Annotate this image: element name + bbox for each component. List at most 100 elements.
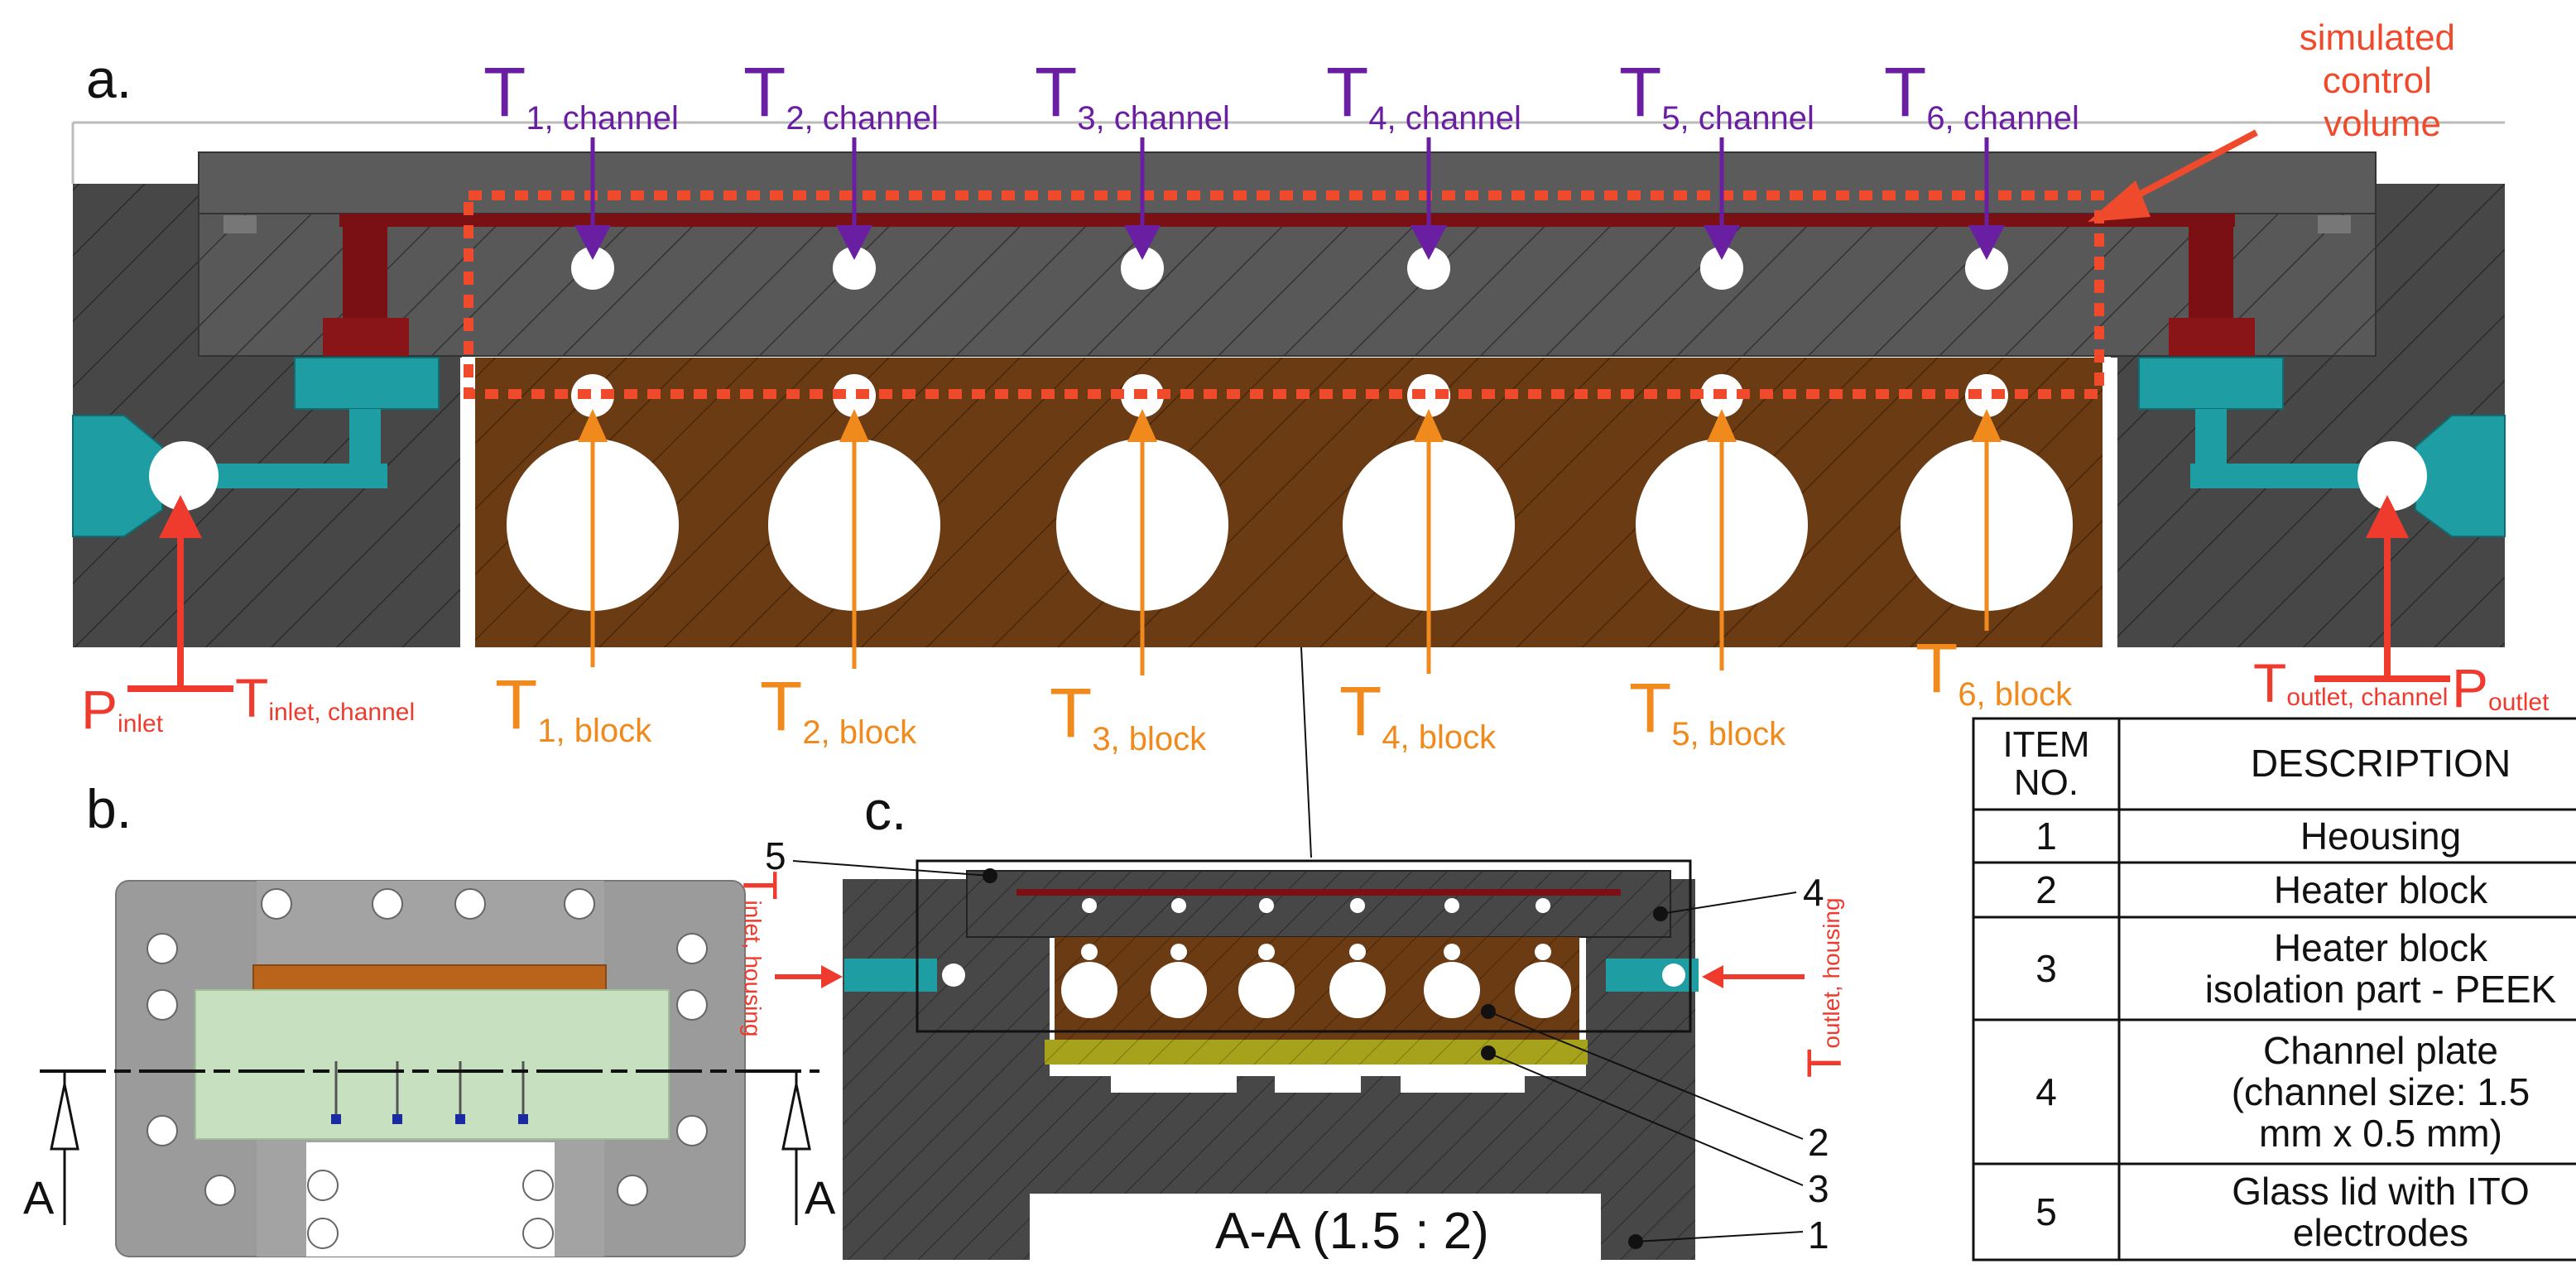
- mount-hole: [372, 888, 403, 920]
- outlet-fitting: [2169, 318, 2255, 356]
- outlet-riser: [2189, 214, 2233, 321]
- block-temp-arrowhead: [578, 409, 608, 442]
- gap: [460, 358, 475, 647]
- section-heater-hole: [1061, 962, 1117, 1018]
- outlet-hole-c: [1662, 964, 1685, 987]
- inlet-riser: [343, 214, 387, 321]
- control-volume-arrowhead: [2088, 180, 2151, 222]
- channel-temp-arrowhead: [1411, 225, 1447, 260]
- channel-temp-arrowhead: [1124, 225, 1161, 260]
- bottom-cutout: [306, 1142, 555, 1257]
- section-channel-hole: [1444, 898, 1459, 913]
- section-arrowhead-right: [781, 1084, 811, 1151]
- sensor-marker: [455, 1114, 465, 1124]
- mount-hole: [676, 989, 708, 1021]
- section-channel-hole: [1171, 898, 1186, 913]
- section-sensor-hole: [1444, 944, 1460, 960]
- channel-sensor-hole: [833, 247, 876, 290]
- channel-temp-arrowhead: [1968, 225, 2005, 260]
- p-outlet-label: Poutlet: [2452, 657, 2550, 718]
- section-heater-hole: [1424, 962, 1480, 1018]
- sensor-marker: [331, 1114, 341, 1124]
- section-channel-hole: [1350, 898, 1365, 913]
- block-temp-label: T4, block: [1339, 672, 1497, 756]
- inlet-connector-c: [844, 959, 937, 992]
- table-cell-item-no: 4: [2035, 1070, 2057, 1113]
- panel-c-label: c.: [864, 780, 906, 841]
- block-temp-label: T5, block: [1629, 669, 1786, 752]
- mount-hole: [564, 888, 595, 920]
- callout-5: 5: [765, 834, 786, 877]
- table-cell-item-no: 5: [2035, 1190, 2057, 1233]
- svg-text:Toutlet, housing: Toutlet, housing: [1798, 897, 1852, 1078]
- section-sensor-hole: [1258, 944, 1275, 960]
- section-holes: [1061, 898, 1571, 1018]
- mount-hole: [522, 1170, 554, 1201]
- t-inlet-label: Tinlet, channel: [235, 667, 415, 728]
- block-temp-label: T6, block: [1915, 629, 2073, 713]
- mount-hole: [522, 1218, 554, 1249]
- channel-sensor-hole: [1700, 247, 1743, 290]
- inlet-housing-arrowhead: [821, 965, 843, 988]
- mount-hole: [307, 1218, 339, 1249]
- glass-lid-top-view: [195, 989, 670, 1140]
- mounting-holes: [147, 888, 708, 1249]
- table-cell-item-no: 2: [2035, 868, 2057, 911]
- section-heater-hole: [1515, 962, 1571, 1018]
- plate-groove: [2318, 215, 2351, 233]
- peek-feet: [1111, 1065, 1525, 1093]
- sensor-marker: [392, 1114, 402, 1124]
- section-heater-hole: [1329, 962, 1386, 1018]
- section-heater-hole: [1151, 962, 1207, 1018]
- section-channel-hole: [1259, 898, 1274, 913]
- t-outlet-label: Toutlet, channel: [2253, 652, 2448, 714]
- block-temp-arrowhead: [839, 409, 869, 442]
- section-arrowhead-left: [50, 1084, 79, 1151]
- channel-temp-label: T1, channel: [483, 53, 679, 137]
- peek-isolation: [1045, 1040, 1588, 1065]
- plate-groove: [223, 215, 257, 233]
- block-sensor-hole: [833, 374, 876, 417]
- channel-temp-label: T2, channel: [743, 53, 939, 137]
- channel-plate-top: [198, 151, 2377, 214]
- mount-hole: [147, 1115, 178, 1146]
- panel-a: a.: [71, 17, 2550, 858]
- channel-section: [1016, 889, 1621, 896]
- block-sensor-hole: [571, 374, 614, 417]
- outlet-housing-label: Toutlet, housing: [1798, 897, 1852, 1078]
- mount-hole: [307, 1170, 339, 1201]
- inlet-fitting: [323, 318, 409, 356]
- section-label-right: A: [805, 1171, 836, 1223]
- channel-temp-label: T3, channel: [1035, 53, 1230, 137]
- section-heater-hole: [1238, 962, 1295, 1018]
- mount-hole: [147, 933, 178, 964]
- table-cell-description: Heater block: [2274, 868, 2488, 911]
- section-sensor-hole: [1535, 944, 1551, 960]
- outlet-connector: [2138, 357, 2506, 537]
- mount-hole: [261, 888, 292, 920]
- sensor-holes: [571, 247, 2008, 417]
- sensor-marker: [518, 1114, 528, 1124]
- control-volume-outline: [464, 190, 2104, 399]
- block-temp-label: T1, block: [495, 666, 652, 749]
- outlet-arrowhead: [2366, 495, 2409, 538]
- panel-b: b. A A: [23, 778, 836, 1257]
- channel-plate-section: [966, 870, 1671, 938]
- section-sensor-hole: [1349, 944, 1366, 960]
- heater-strip: [252, 964, 607, 991]
- inlet-port-hole: [149, 441, 219, 511]
- section-label-left: A: [23, 1171, 55, 1223]
- channel-sensor-hole: [1121, 247, 1164, 290]
- callout-1: 1: [1808, 1214, 1829, 1257]
- table-cell-description: Heousing: [2300, 815, 2461, 858]
- housing-cutout: [1030, 1194, 1601, 1260]
- block-temp-label: T3, block: [1050, 674, 1207, 757]
- inlet-housing-label: Tinlet, housing: [733, 871, 786, 1036]
- outlet-housing-arrowhead: [1702, 965, 1723, 988]
